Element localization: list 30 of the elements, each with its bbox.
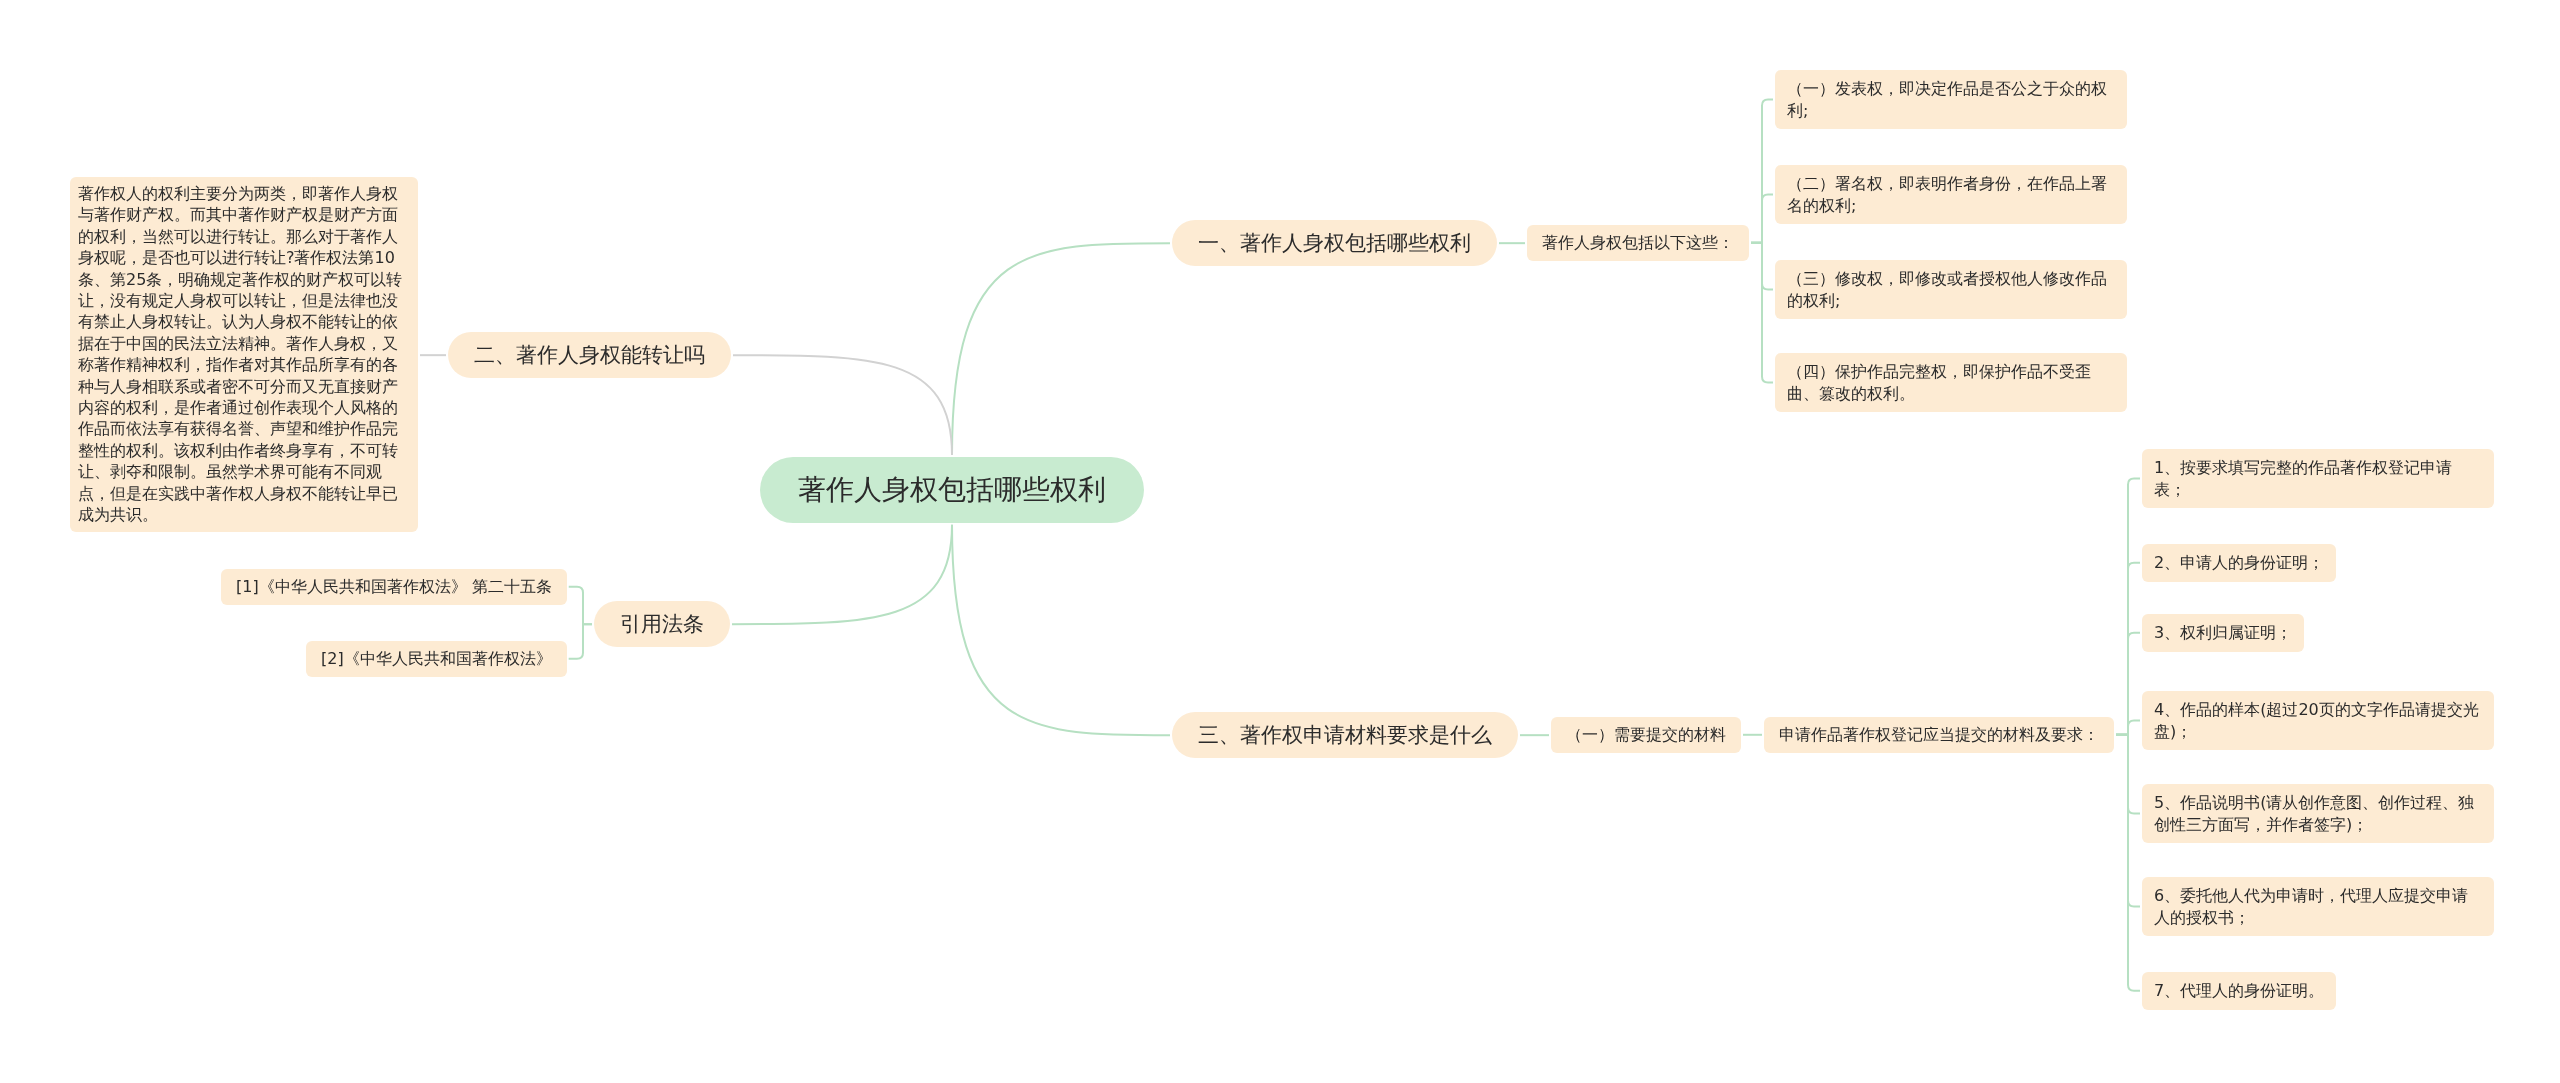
detail-item: 6、委托他人代为申请时，代理人应提交申请人的授权书； <box>2142 877 2494 937</box>
detail-item: 1、按要求填写完整的作品著作权登记申请表； <box>2142 449 2494 509</box>
detail-item: （二）署名权，即表明作者身份，在作品上署名的权利; <box>1775 165 2127 225</box>
connector-line <box>1498 242 1526 245</box>
central-topic: 著作人身权包括哪些权利 <box>760 457 1144 523</box>
connector-line <box>732 354 953 456</box>
subtopic: 申请作品著作权登记应当提交的材料及要求： <box>1764 717 2114 753</box>
detail-item: 2、申请人的身份证明； <box>2142 544 2337 582</box>
subtopic: [1]《中华人民共和国著作权法》 第二十五条 <box>221 569 567 605</box>
main-topic: 引用法条 <box>594 601 730 648</box>
detail-item: 3、权利归属证明； <box>2142 614 2305 652</box>
main-topic: 二、著作人身权能转让吗 <box>448 332 731 379</box>
subtopic: [2]《中华人民共和国著作权法》 <box>306 641 567 677</box>
connector-line <box>419 354 447 357</box>
connector-line <box>567 623 593 660</box>
detail-item: 5、作品说明书(请从创作意图、创作过程、独创性三方面写，并作者签字)； <box>2142 784 2494 844</box>
detail-item: （一）发表权，即决定作品是否公之于众的权利; <box>1775 70 2127 130</box>
main-topic: 一、著作人身权包括哪些权利 <box>1172 220 1497 267</box>
connector-line <box>1742 733 1763 736</box>
connector-line <box>1519 734 1550 737</box>
detail-item: 4、作品的样本(超过20页的文字作品请提交光盘)； <box>2142 691 2494 751</box>
detail-note: 著作权人的权利主要分为两类，即著作人身权与著作财产权。而其中著作财产权是财产方面的权利，当然可以进行转让。那么对于著作人身权呢，是否也可以进行转让?著作权法第10条、第25条，明确规定著作权的财产权可以转让，没有规定人身权可以转让，但是法律也没有禁止人身权转让。认为人身权不能转让的依据在于中国的民法立法精神。著作人身权，又称著作精神权利，指作者对其作品所享有的各种与人身相联系或者密不可分而又无直接财产内容的权利，是作者通过创作表现个人风格的作品而依法享有获得名誉、声望和维护作品完整性的权利。该权利由作者终身享有，不可转让、剥夺和限制。虽然学术界可能有不同观点，但是在实践中著作权人身权不能转让早已成为共识。 <box>70 177 418 532</box>
detail-item: 7、代理人的身份证明。 <box>2142 972 2337 1010</box>
main-topic: 三、著作权申请材料要求是什么 <box>1172 712 1518 759</box>
subtopic: （一）需要提交的材料 <box>1551 717 1741 753</box>
detail-item: （四）保护作品完整权，即保护作品不受歪曲、篡改的权利。 <box>1775 353 2127 413</box>
connector-line <box>951 523 1171 737</box>
subtopic: 著作人身权包括以下这些： <box>1527 225 1749 261</box>
connector-line <box>1750 241 1774 384</box>
detail-item: （三）修改权，即修改或者授权他人修改作品的权利; <box>1775 260 2127 320</box>
